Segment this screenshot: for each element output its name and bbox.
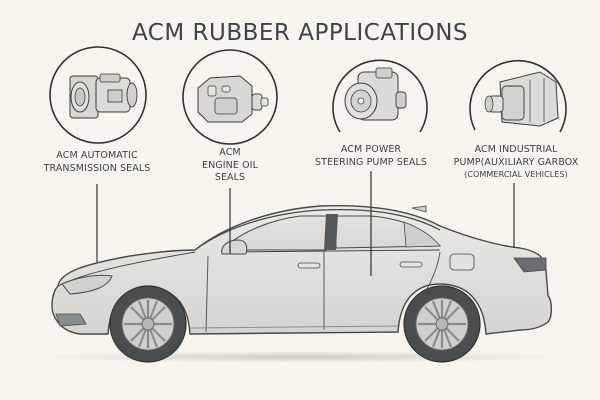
label-industrial-pump: ACM INDUSTRIAL PUMP(AUXILIARY GARBOX (CO… [446,144,586,182]
label-line: ACM AUTOMATIC [56,150,138,161]
engine-icon-circle [182,49,278,145]
label-transmission-seals: ACM AUTOMATIC TRANSMISSION SEALS [27,150,167,175]
steering-pump-icon [344,67,407,121]
label-line: ACM INDUSTRIAL [474,144,558,155]
label-line: SEALS [214,172,246,183]
steering-pump-icon-circle [332,59,428,133]
label-line: (COMMERCIAL VEHICLES) [464,170,568,179]
page-title: ACM RUBBER APPLICATIONS [131,20,469,46]
label-line: ACM POWER [340,144,402,155]
transmission-icon-circle [49,46,147,144]
front-wheel [109,285,187,363]
industrial-pump-icon [484,71,559,127]
label-line: TRANSMISSION SEALS [43,162,151,174]
label-line: ENGINE OIL [202,159,258,171]
label-engine-oil-seals: ACM ENGINE OIL SEALS [180,147,280,185]
industrial-pump-icon-circle [469,59,567,133]
label-line: PUMP(AUXILIARY GARBOX [453,156,579,168]
label-line: ACM [219,147,241,158]
engine-block-icon [197,75,269,123]
transmission-housing-icon [69,73,138,119]
car-shadow [30,351,570,363]
rear-wheel [403,285,481,363]
label-line: STEERING PUMP SEALS [314,156,428,168]
label-power-steering-seals: ACM POWER STEERING PUMP SEALS [301,144,441,169]
